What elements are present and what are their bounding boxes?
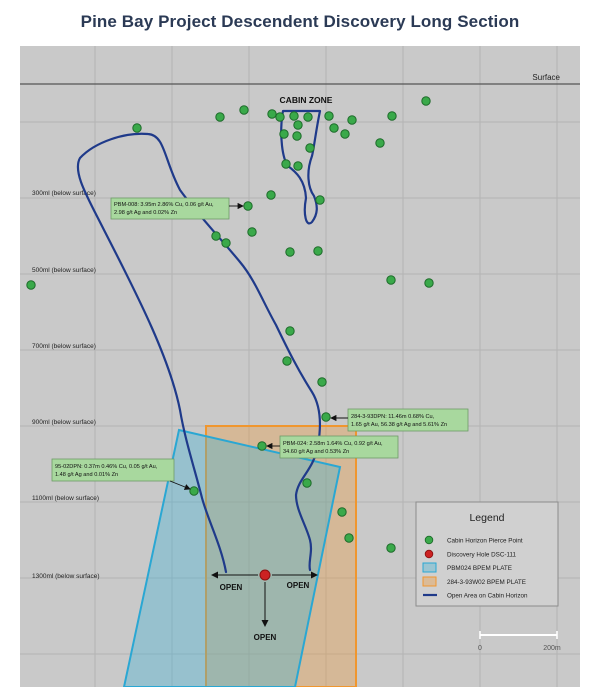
- legend-item-284: 284-3-93W02 BPEM PLATE: [447, 579, 526, 586]
- scale-bar: 0 200m: [478, 631, 561, 652]
- legend-item-pierce: Cabin Horizon Pierce Point: [447, 538, 523, 545]
- svg-text:PBM-008: 3.95m 2.86% Cu, 0.06: PBM-008: 3.95m 2.86% Cu, 0.06 g/t Au,: [114, 202, 214, 208]
- depth-label-900: 900ml (below surface): [32, 419, 96, 426]
- page-title: Pine Bay Project Descendent Discovery Lo…: [80, 12, 520, 31]
- svg-text:95-02DPN: 0.37m 0.46% Cu, 0.05: 95-02DPN: 0.37m 0.46% Cu, 0.05 g/t Au,: [55, 464, 158, 470]
- legend-title: Legend: [469, 512, 504, 524]
- plate-284-3-93w02: [205, 425, 357, 687]
- legend-item-discovery: Discovery Hole DSC-111: [447, 552, 517, 559]
- surface-label: Surface: [532, 73, 560, 82]
- depth-label-1300: 1300ml (below surface): [32, 573, 100, 580]
- svg-text:2.98 g/t Ag and 0.02% Zn: 2.98 g/t Ag and 0.02% Zn: [114, 210, 177, 216]
- depth-label-300: 300ml (below surface): [32, 190, 96, 197]
- discovery-hole-marker: [259, 569, 271, 581]
- legend-green-dot: [424, 535, 434, 545]
- callout-pbm-008: PBM-008: 3.95m 2.86% Cu, 0.06 g/t Au, 2.…: [110, 197, 244, 220]
- legend-red-dot: [424, 549, 434, 559]
- legend: Legend Cabin Horizon Pierce Point Discov…: [415, 501, 559, 607]
- pierce-points: [26, 96, 434, 553]
- svg-text:1.65 g/t Au, 56.38 g/t Ag and: 1.65 g/t Au, 56.38 g/t Ag and 5.61% Zn: [351, 422, 447, 428]
- svg-text:34.60 g/t Ag and 0.53% Zn: 34.60 g/t Ag and 0.53% Zn: [283, 449, 349, 455]
- callout-284-3-93dpn: 284-3-93DPN: 11.46m 0.68% Cu, 1.65 g/t A…: [330, 408, 469, 432]
- svg-text:284-3-93DPN: 11.46m 0.68% Cu,: 284-3-93DPN: 11.46m 0.68% Cu,: [351, 414, 435, 420]
- legend-blue-box: [422, 562, 437, 573]
- scale-end: 200m: [543, 645, 561, 652]
- open-label-right: OPEN: [287, 581, 310, 590]
- depth-label-500: 500ml (below surface): [32, 267, 96, 274]
- scale-start: 0: [478, 645, 482, 652]
- discovery-hole-group: OPEN OPEN OPEN: [211, 569, 318, 642]
- callout-95-02dpn: 95-02DPN: 0.37m 0.46% Cu, 0.05 g/t Au, 1…: [51, 458, 191, 490]
- legend-item-pbm024: PBM024 BPEM PLATE: [447, 565, 512, 572]
- open-label-down: OPEN: [254, 633, 277, 642]
- long-section-map: Surface 300ml (below surface) 500ml (bel…: [20, 46, 580, 687]
- cabin-zone-label: CABIN ZONE: [280, 95, 333, 105]
- callout-pbm-024: PBM-024: 2.58m 1.64% Cu, 0.92 g/t Au, 34…: [266, 435, 399, 459]
- legend-orange-box: [422, 576, 437, 587]
- depth-label-1100: 1100ml (below surface): [32, 495, 99, 502]
- svg-text:1.48 g/t Ag and 0.01% Zn: 1.48 g/t Ag and 0.01% Zn: [55, 472, 118, 478]
- legend-item-open-area: Open Area on Cabin Horizon: [447, 593, 528, 600]
- svg-text:PBM-024: 2.58m 1.64% Cu, 0.92: PBM-024: 2.58m 1.64% Cu, 0.92 g/t Au,: [283, 441, 383, 447]
- open-label-left: OPEN: [220, 583, 243, 592]
- depth-label-700: 700ml (below surface): [32, 343, 96, 350]
